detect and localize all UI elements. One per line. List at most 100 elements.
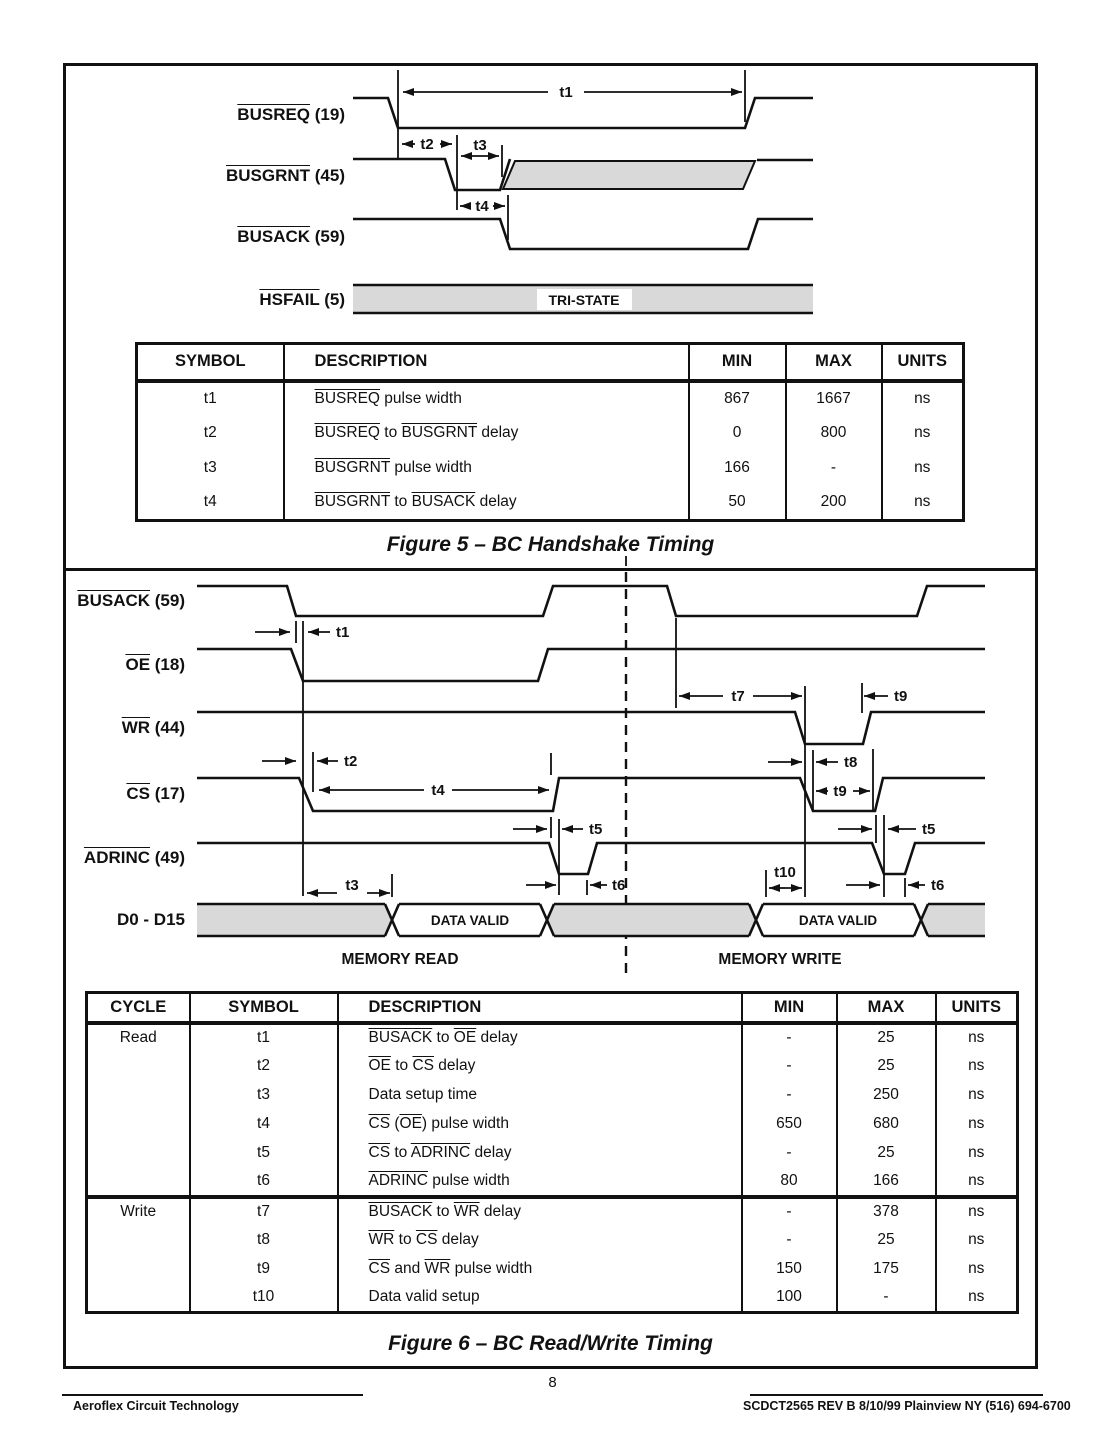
table-row: t3 Data setup time - 250 ns [87, 1080, 1018, 1110]
data-valid-read-label: DATA VALID [431, 913, 509, 928]
t7-label: t7 [731, 688, 744, 705]
signal-label-cs: CS (17) [126, 784, 185, 803]
max-cell: - [835, 1283, 936, 1313]
signal-label-adrinc: ADRINC (49) [83, 848, 185, 867]
min-cell: 150 [740, 1254, 837, 1284]
units-cell: ns [880, 485, 964, 521]
max-cell: 800 [784, 415, 882, 451]
table-row: t1 BUSREQ pulse width 867 1667 ns [137, 380, 964, 416]
table-row: t4 CS (OE) pulse width 650 680 ns [87, 1109, 1018, 1139]
column-header: MAX [784, 343, 882, 383]
column-header: MAX [835, 992, 936, 1025]
column-header: MIN [740, 992, 837, 1025]
units-cell: ns [934, 1138, 1018, 1168]
min-cell: - [740, 1080, 837, 1110]
symbol-cell: t3 [188, 1080, 338, 1110]
cycle-cell: Write [86, 1194, 190, 1226]
signal-label-busack: BUSACK (59) [77, 591, 185, 610]
max-cell: 166 [835, 1167, 936, 1197]
adrinc-waveform [197, 841, 985, 876]
description-cell: ADRINC pulse width [336, 1167, 742, 1197]
description-cell: OE to CS delay [336, 1051, 742, 1081]
units-cell: ns [880, 415, 964, 451]
cycle-cell [87, 1052, 190, 1081]
description-cell: Data setup time [336, 1080, 742, 1110]
t2-label: t2 [344, 753, 357, 770]
min-cell: - [740, 1022, 837, 1052]
signal-label-wr: WR (44) [121, 718, 185, 737]
t5-read-label: t5 [589, 821, 602, 838]
min-cell: 166 [687, 450, 786, 486]
units-cell: ns [934, 1080, 1018, 1110]
busgrnt-tristate-region [501, 160, 757, 190]
footer-company: Aeroflex Circuit Technology [73, 1399, 239, 1413]
table-header-row: CYCLE SYMBOL DESCRIPTION MIN MAX UNITS [86, 992, 1018, 1025]
units-cell: ns [934, 1283, 1018, 1313]
symbol-cell: t4 [188, 1109, 338, 1139]
footer-page-number: 8 [548, 1374, 557, 1391]
memory-read-label: MEMORY READ [341, 951, 458, 968]
symbol-cell: t4 [203, 493, 217, 511]
description-cell: WR to CS delay [336, 1225, 742, 1255]
readwrite-timing-diagram: t1 t2 t3 t4 t5 t6 t7 t9 t8 t9 t5 t6 t10 … [197, 572, 985, 978]
t9-top-label: t9 [894, 688, 907, 705]
caption-figure5: Figure 5 – BC Handshake Timing [386, 533, 715, 556]
description-cell: Data valid setup [336, 1283, 742, 1313]
min-cell: - [740, 1138, 837, 1168]
table-row: t9 CS and WR pulse width 150 175 ns [87, 1254, 1018, 1284]
cycle-cell [87, 1284, 190, 1313]
symbol-cell: t2 [188, 1051, 338, 1081]
table-row: t5 CS to ADRINC delay - 25 ns [87, 1138, 1018, 1168]
symbol-cell: t2 [203, 424, 217, 441]
min-cell: 650 [740, 1109, 837, 1139]
description-cell: CS to ADRINC delay [336, 1138, 742, 1168]
column-header: SYMBOL [136, 343, 284, 383]
symbol-cell: t5 [188, 1138, 338, 1168]
tristate-label: TRI-STATE [548, 292, 619, 308]
figure-divider-line [63, 568, 1038, 571]
cycle-cell [87, 1255, 190, 1284]
busgrnt-waveform [353, 157, 813, 192]
units-cell: ns [880, 380, 964, 416]
table-row: t4 BUSGRNT to BUSACK delay 50 200 ns [137, 485, 964, 521]
signal-label-busreq: BUSREQ (19) [237, 105, 345, 124]
cycle-cell [87, 1168, 190, 1197]
max-cell: 680 [835, 1109, 936, 1139]
column-header: DESCRIPTION [336, 992, 742, 1025]
busack-waveform [197, 584, 985, 618]
max-cell: 25 [835, 1225, 936, 1255]
description-cell: CS and WR pulse width [336, 1254, 742, 1284]
units-cell: ns [934, 1109, 1018, 1139]
readwrite-timing-table: CYCLE SYMBOL DESCRIPTION MIN MAX UNITS R… [85, 991, 1019, 1314]
t1-label: t1 [336, 624, 349, 641]
min-cell: 867 [687, 380, 786, 416]
data-valid-write-label: DATA VALID [799, 913, 877, 928]
max-cell: 25 [835, 1022, 936, 1052]
t10-label: t10 [774, 864, 796, 881]
max-cell: 25 [835, 1051, 936, 1081]
column-header: CYCLE [86, 992, 190, 1025]
table-row: t8 WR to CS delay - 25 ns [87, 1225, 1018, 1255]
units-cell: ns [934, 1051, 1018, 1081]
t9-bottom-label: t9 [833, 783, 846, 800]
t4-label: t4 [475, 198, 489, 215]
units-cell: ns [934, 1194, 1018, 1226]
cycle-cell [87, 1226, 190, 1255]
cycle-cell [87, 1110, 190, 1139]
signal-label-oe: OE (18) [125, 655, 185, 674]
min-cell: 80 [740, 1167, 837, 1197]
max-cell: 250 [835, 1080, 936, 1110]
min-cell: 100 [740, 1283, 837, 1313]
description-cell: BUSACK to WR delay [336, 1194, 742, 1226]
column-header: UNITS [880, 343, 964, 383]
table-row: t2 BUSREQ to BUSGRNT delay 0 800 ns [137, 415, 964, 451]
max-cell: 378 [835, 1194, 936, 1226]
min-cell: - [740, 1194, 837, 1226]
description-cell: BUSGRNT to BUSACK delay [282, 485, 689, 521]
table-row: Write t7 BUSACK to WR delay - 378 ns [86, 1194, 1018, 1226]
column-header: MIN [687, 343, 786, 383]
symbol-cell: t9 [188, 1254, 338, 1284]
symbol-cell: t10 [188, 1283, 338, 1313]
symbol-cell: t6 [188, 1167, 338, 1197]
signal-label-hsfail: HSFAIL (5) [259, 290, 345, 309]
